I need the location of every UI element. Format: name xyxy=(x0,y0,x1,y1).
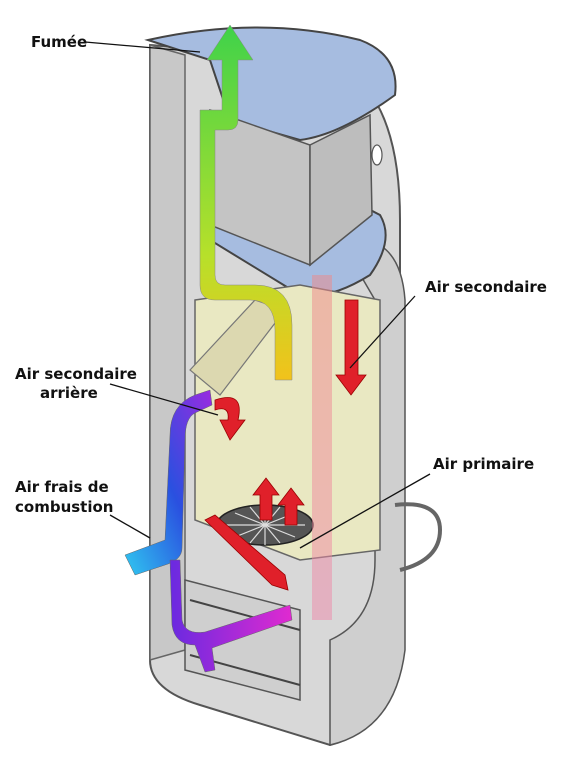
lower-air-flow-arrow xyxy=(169,559,293,673)
label-fumee: Fumée xyxy=(31,33,88,51)
primary-air-arrows xyxy=(204,477,305,591)
label-air-secondaire-arriere-2: arrière xyxy=(40,384,98,402)
label-air-primaire: Air primaire xyxy=(433,455,535,473)
smoke-flow-arrow xyxy=(199,24,293,381)
label-air-frais-2: combustion xyxy=(15,498,114,516)
label-air-frais-1: Air frais de xyxy=(15,478,109,496)
fresh-air-flow-arrow xyxy=(124,389,213,576)
secondary-air-beam xyxy=(312,275,332,620)
label-air-secondaire: Air secondaire xyxy=(425,278,547,296)
secondary-air-arrow xyxy=(335,299,367,396)
leader-lines xyxy=(84,41,431,549)
label-air-secondaire-arriere-1: Air secondaire xyxy=(15,365,137,383)
rear-secondary-air-arrow xyxy=(214,397,246,441)
